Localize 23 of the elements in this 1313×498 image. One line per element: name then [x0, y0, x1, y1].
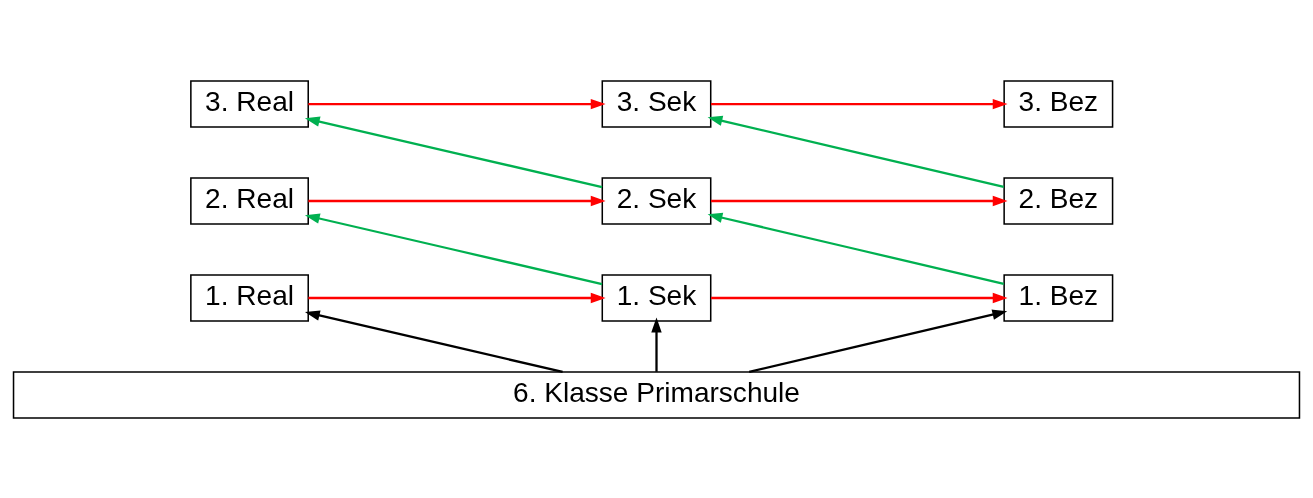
node-box: 6. Klasse Primarschule: [12, 370, 1301, 419]
arrow: [308, 292, 606, 303]
arrow: [707, 212, 1004, 285]
node-box: 2. Real: [190, 176, 309, 225]
arrow: [651, 317, 662, 372]
arrow: [304, 309, 563, 373]
arrow: [707, 115, 1004, 188]
node-box: 3. Sek: [601, 79, 712, 128]
node-box: 3. Bez: [1003, 79, 1114, 128]
arrow: [304, 115, 603, 188]
arrow: [711, 292, 1008, 303]
arrow: [748, 309, 1008, 373]
arrow: [308, 195, 606, 206]
arrow: [711, 98, 1008, 109]
arrow: [308, 98, 606, 109]
arrow: [711, 195, 1008, 206]
node-box: 1. Sek: [601, 273, 712, 322]
node-box: 1. Real: [190, 273, 309, 322]
node-box: 3. Real: [190, 79, 309, 128]
arrow: [304, 212, 603, 285]
node-box: 2. Sek: [601, 176, 712, 225]
node-box: 1. Bez: [1003, 273, 1114, 322]
node-box: 2. Bez: [1003, 176, 1114, 225]
